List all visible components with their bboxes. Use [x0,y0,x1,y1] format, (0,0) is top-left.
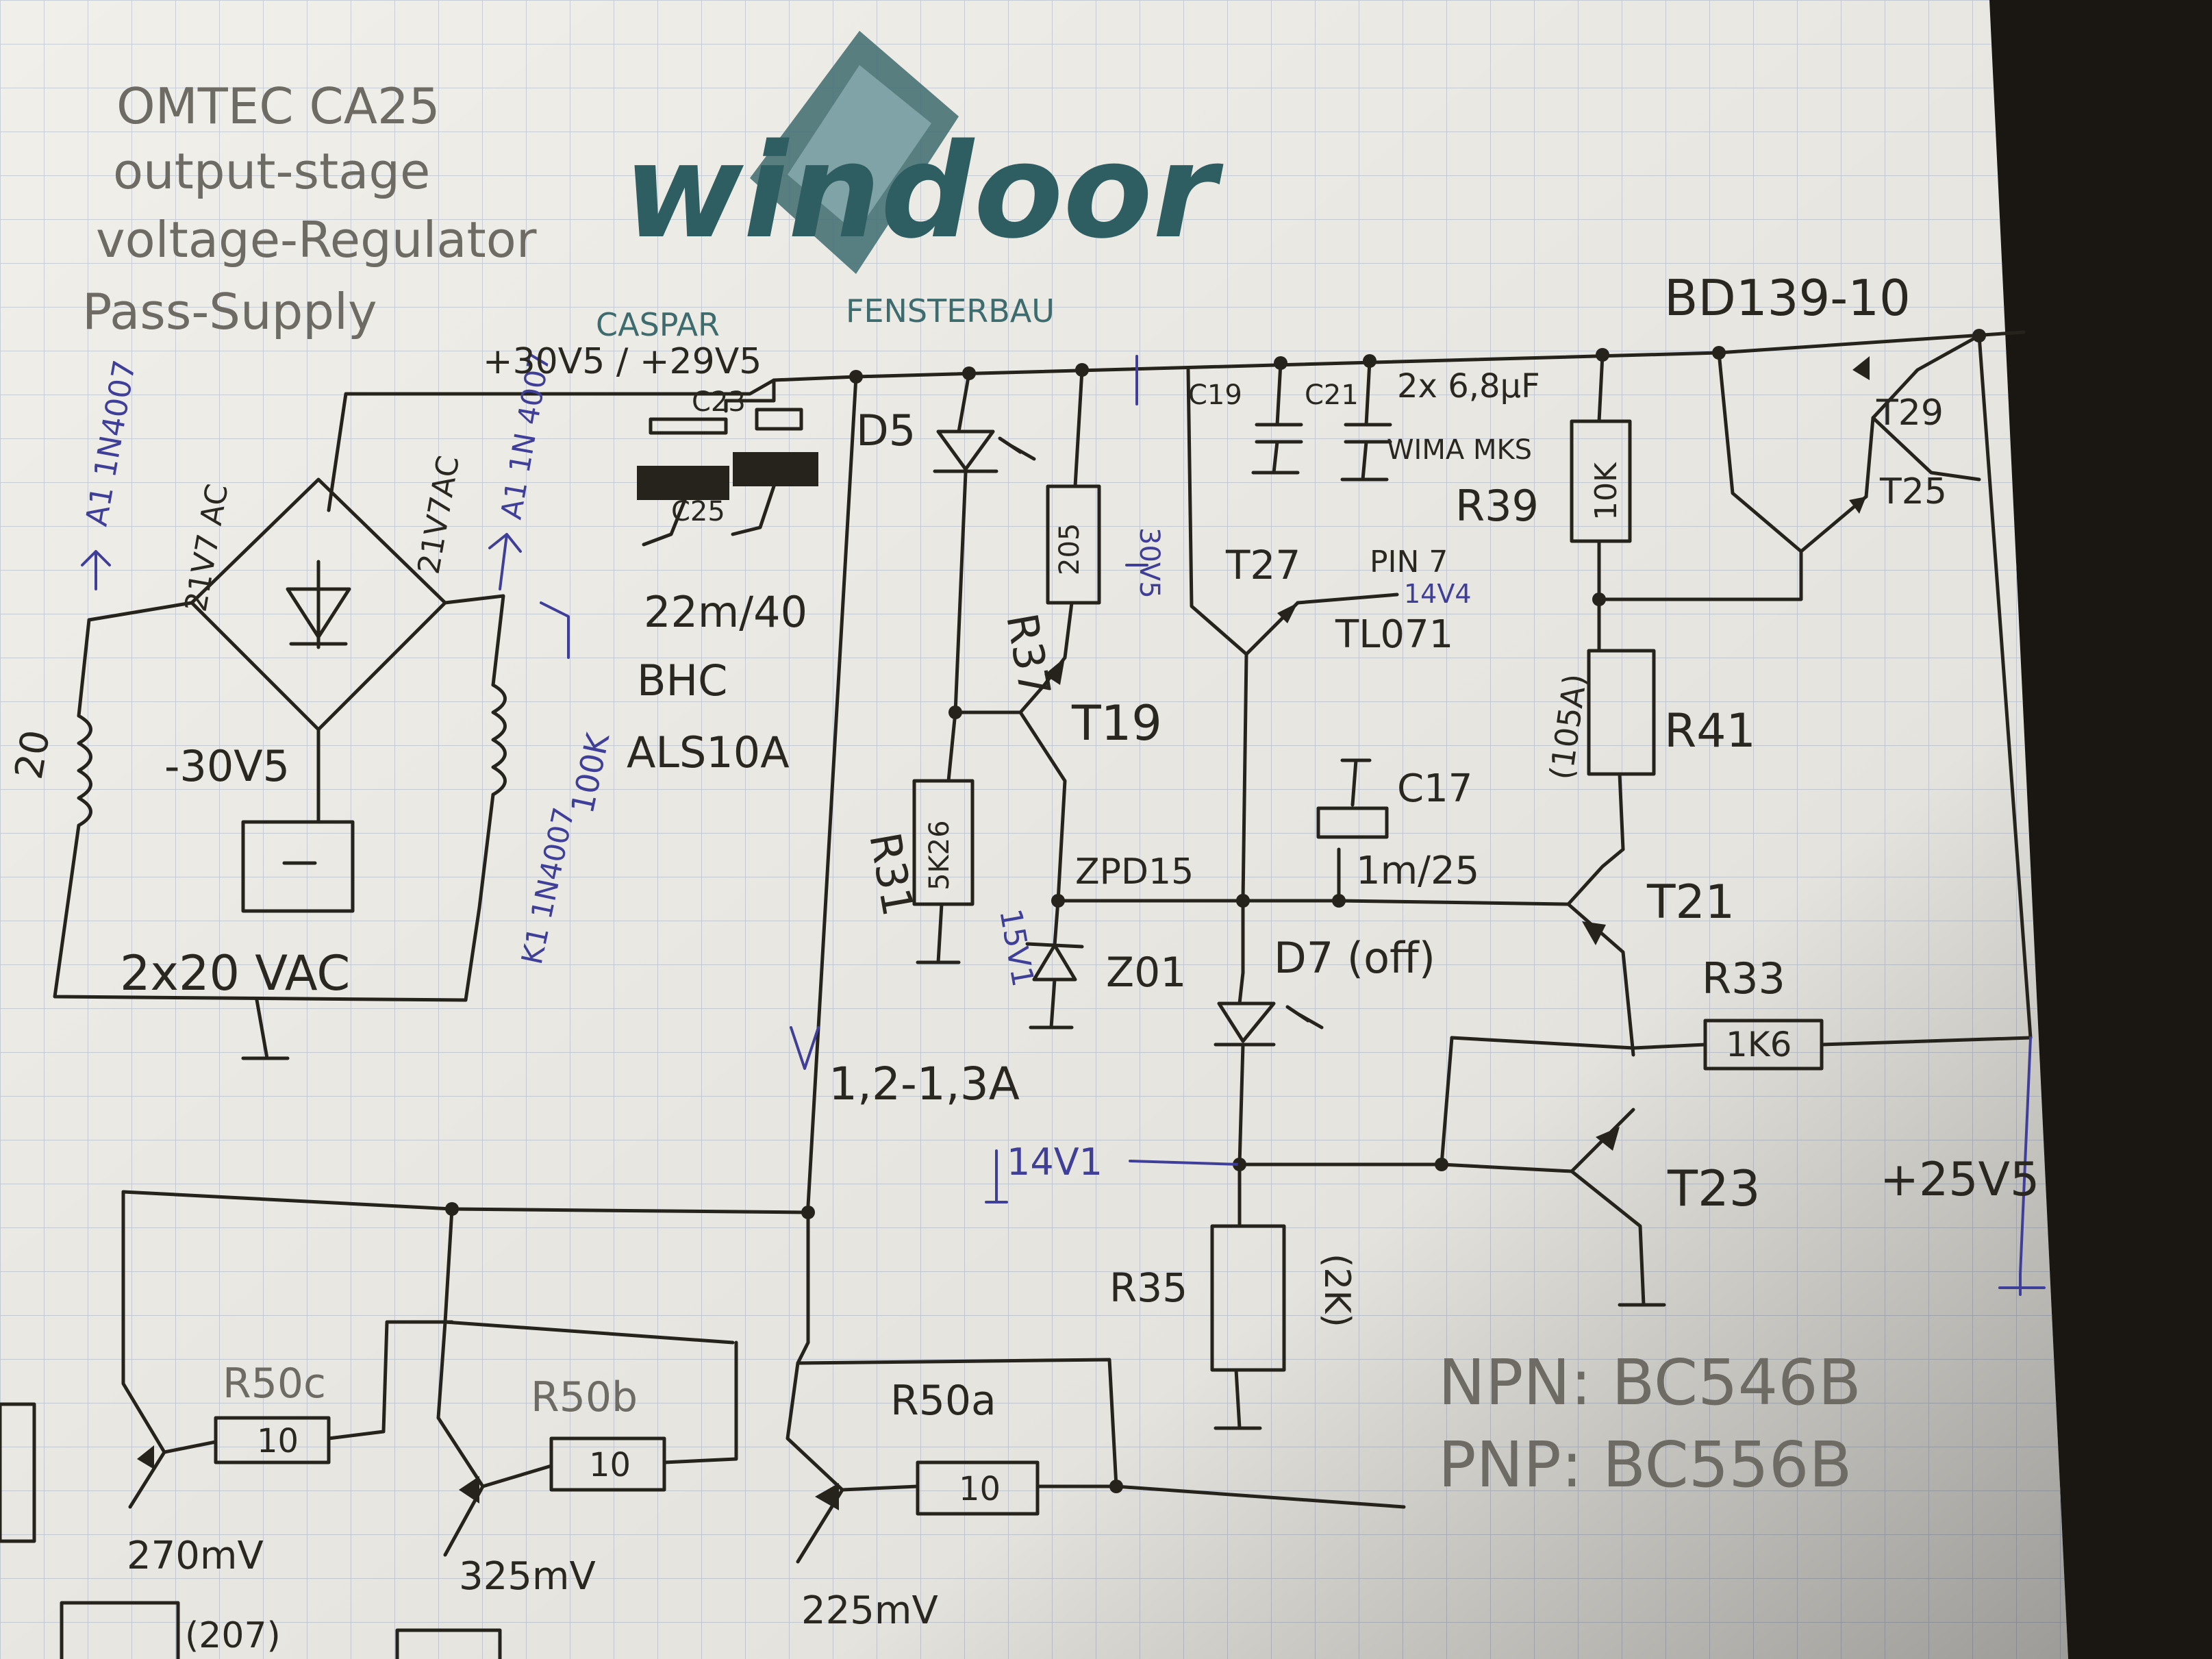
minus30-label: -30V5 [164,741,290,791]
c25-value: 22m/40 [644,587,807,637]
c19-c21-value: 2x 6,8µF [1397,367,1540,406]
r35-value: (2K) [1316,1253,1357,1327]
r33-label: R33 [1702,953,1785,1003]
pass-transistors: BD139-10 T29 T25 [1597,269,1986,601]
left-winding-value: 20 [7,727,59,782]
r35-label: R35 [1109,1264,1187,1311]
current-label: 1,2-1,3A [829,1058,1020,1110]
pin7-label: PIN 7 [1370,545,1448,579]
zpd-label: ZPD15 [1075,851,1194,893]
measure-207: (207) [185,1615,281,1656]
transformer-label: 2x20 VAC [120,945,350,1001]
transistor-legend: NPN: BC546B PNP: BC556B [1438,1346,1861,1501]
c25-type1: BHC [637,656,727,706]
pin7-voltage: 14V4 [1404,579,1472,609]
windoor-logo: windoor CASPAR FENSTERBAU [596,31,1224,343]
r39-value: 10K [1589,462,1624,521]
c19-c21-type: WIMA MKS [1387,434,1532,466]
svg-text:FENSTERBAU: FENSTERBAU [846,292,1055,329]
t29-label: T29 [1876,392,1944,434]
opamp-label: TL071 [1335,612,1453,657]
capacitor-bank: C23 C25 22m/40 BHC ALS10A [627,378,818,777]
measure-325mv: 325mV [459,1554,596,1599]
plus25-label: +25V5 [1880,1153,2039,1207]
r50b-value: 10 [589,1446,631,1484]
sense-resistors: 10 R50c 10 R50b 10 R50a 270mV 325mV 225m… [0,1190,1406,1659]
title-line-4: Pass-Supply [82,283,377,340]
measure-270mv: 270mV [127,1534,264,1578]
v30-node: 30V5 [1133,527,1165,599]
c17-label: C17 [1397,766,1472,811]
r37-value: 205 [1054,523,1085,575]
c25-type2: ALS10A [627,727,790,777]
r50b-label: R50b [531,1373,638,1421]
svg-text:CASPAR: CASPAR [596,306,720,343]
node-14v1-label: 14V1 [1007,1140,1103,1184]
c23-label: C23 [692,386,746,418]
pnp-legend: PNP: BC556B [1438,1428,1852,1501]
t19-label: T19 [1071,695,1162,751]
r33-value: 1K6 [1726,1025,1792,1064]
t23-label: T23 [1667,1160,1761,1217]
svg-text:windoor: windoor [623,116,1224,267]
t27-label: T27 [1225,542,1300,588]
bd139-label: BD139-10 [1664,269,1911,327]
bias-section: D7 (off) 14V1 R35 (2K) [985,894,1435,1430]
title-line-2: output-stage [113,142,430,200]
opamp-section: C19 C21 2x 6,8µF WIMA MKS T27 PIN 7 14V4… [1186,354,1540,975]
t25-label: T25 [1879,471,1947,512]
r50c-value: 10 [257,1422,299,1460]
d7-label: D7 (off) [1274,933,1435,983]
z01-label: Z01 [1106,949,1186,997]
d5-label: D5 [856,406,916,456]
r50a-label: R50a [890,1377,996,1425]
title-line-1: OMTEC CA25 [116,77,440,135]
c19-label: C19 [1188,379,1242,411]
t21-label: T21 [1646,875,1735,930]
c21-label: C21 [1305,379,1359,411]
plus30-label: +30V5 / +29V5 [483,341,762,382]
npn-legend: NPN: BC546B [1438,1346,1861,1419]
r31-value: 5K26 [924,820,955,890]
r50c-label: R50c [223,1360,326,1408]
r50a-value: 10 [959,1470,1001,1508]
measure-225mv: 225mV [801,1588,938,1633]
c25-label: C25 [671,496,725,527]
c17-value: 1m/25 [1356,849,1479,893]
rails: +30V5 / +29V5 1,2-1,3A +25V5 [483,330,2046,1296]
r39-label: R39 [1455,481,1539,531]
paper-sheet [0,0,2068,1659]
r41-label: R41 [1664,704,1756,758]
title-line-3: voltage-Regulator [96,211,537,269]
title-block: OMTEC CA25 output-stage voltage-Regulato… [82,77,537,340]
